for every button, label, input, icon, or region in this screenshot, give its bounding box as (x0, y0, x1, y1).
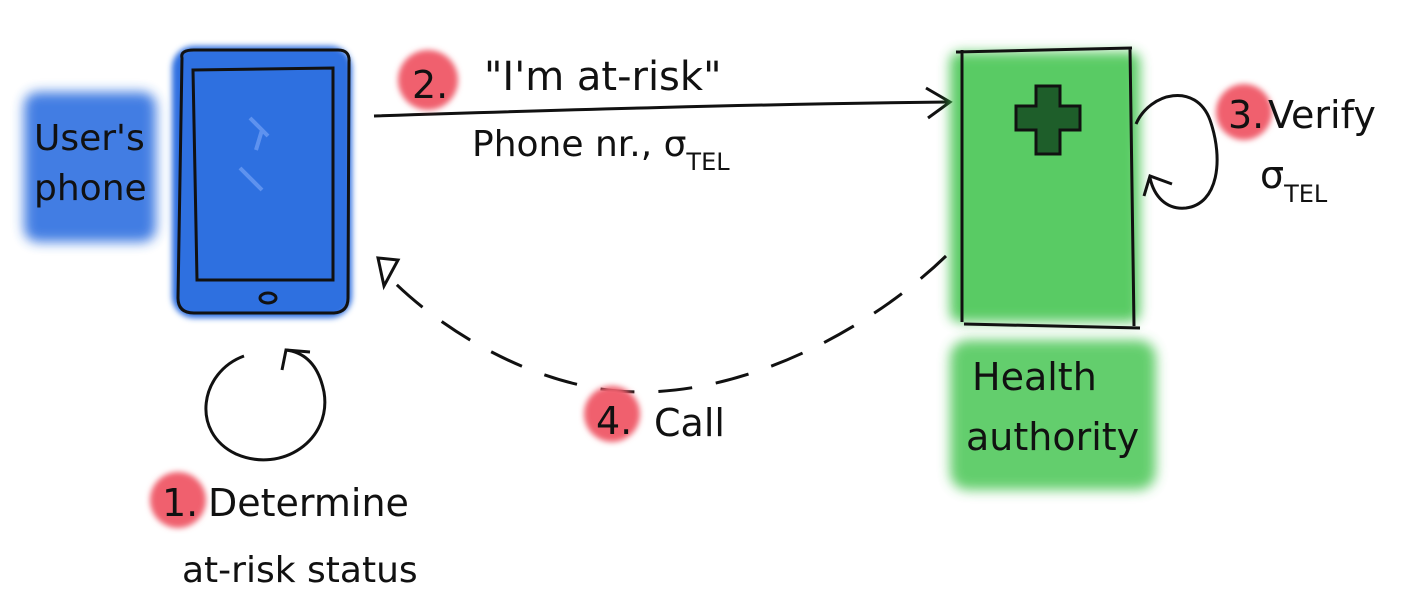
step4-text: Call (654, 401, 725, 445)
step1-text-line2: at-risk status (182, 550, 418, 591)
home-button (258, 291, 278, 305)
phone-screen (191, 66, 335, 282)
step3-loop-arrow (1134, 94, 1219, 210)
authority-label-line2: authority (966, 415, 1139, 459)
step2-payload: Phone nr., σTEL (472, 124, 730, 176)
step3-number: 3. (1228, 93, 1264, 137)
step1-label: 1. Determine at-risk status (150, 472, 418, 591)
user-phone-label-highlight (24, 92, 156, 242)
step1-number-marker (150, 472, 206, 528)
step2-number: 2. (412, 63, 448, 107)
step2-number-marker (398, 50, 458, 110)
cross-icon (1014, 84, 1082, 156)
health-authority-node: Health authority (950, 46, 1156, 490)
step3-number-marker (1216, 84, 1272, 140)
user-phone-node: User's phone (24, 46, 352, 318)
step4-number: 4. (596, 399, 632, 443)
step1-number: 1. (162, 481, 198, 525)
authority-body-fill (950, 52, 1140, 322)
step1-text-line1: Determine (208, 481, 409, 525)
step2-label: 2. "I'm at-risk" Phone nr., σTEL (398, 50, 730, 176)
step3-text: Verify (1268, 93, 1376, 137)
step4-dashed-arrow (376, 254, 948, 394)
authority-label-line1: Health (972, 355, 1097, 399)
step4-label: 4. Call (584, 386, 725, 445)
step3-sigma: σTEL (1260, 153, 1328, 208)
authority-label-highlight (950, 340, 1156, 490)
screen-glare (238, 116, 270, 192)
step2-message: "I'm at-risk" (484, 54, 721, 100)
user-phone-label-line2: phone (34, 168, 147, 209)
phone-body-fill (172, 46, 352, 318)
step3-label: 3. Verify σTEL (1216, 84, 1376, 208)
step4-number-marker (584, 386, 640, 442)
authority-outline (955, 46, 1141, 330)
step1-loop-arrow (204, 348, 327, 462)
phone-outline (176, 48, 351, 315)
user-phone-label-line1: User's (34, 118, 145, 159)
